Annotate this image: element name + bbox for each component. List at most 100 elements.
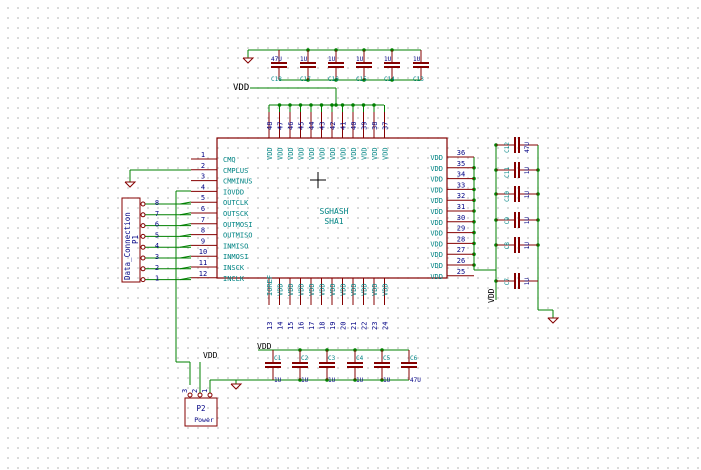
cap-value: 1U (356, 56, 364, 63)
pin-number: 18 (319, 322, 327, 330)
ground-symbol (242, 57, 255, 64)
pin-name: VDD (319, 147, 327, 160)
pin-name: VDD (329, 147, 337, 160)
power-connector-value: Power (194, 416, 214, 424)
pin-name: CMPLUS (223, 167, 248, 175)
connector-value: Data_Connection (123, 212, 132, 280)
pin-number: 28 (457, 235, 465, 243)
connector-pin (197, 392, 203, 398)
cap-value: 1U (274, 377, 282, 384)
cap-ref: C13 (413, 76, 424, 83)
cap-ref: C10 (504, 191, 511, 202)
cap-ref: C5 (383, 355, 391, 362)
cap-ref: C4 (356, 355, 364, 362)
pin-number: 10 (199, 248, 207, 256)
pin-name: VDD (430, 186, 443, 194)
connector-pin-number: 5 (155, 231, 159, 239)
pin-name: VDD (287, 147, 295, 160)
pin-number: 45 (298, 122, 306, 130)
pin-name: VDD (382, 147, 390, 160)
pin-number: 1 (201, 151, 205, 159)
cap-ref: C14 (384, 76, 395, 83)
ground-symbol (230, 383, 243, 390)
pin-name: VDD (350, 283, 358, 296)
cap-value: 1U (524, 217, 531, 225)
pin-name: VDD (371, 283, 379, 296)
connector-pin (140, 223, 146, 229)
junction-dot (330, 103, 334, 107)
cap-ref: C7 (504, 278, 511, 286)
connector-pin (187, 392, 193, 398)
wire (179, 212, 192, 216)
pin-name: INCLK (223, 275, 245, 283)
pin-number: 13 (266, 322, 274, 330)
cap-value: 1U (524, 191, 531, 199)
pin-name: VDD (371, 147, 379, 160)
pin-name: VDD (298, 283, 306, 296)
cap-value: 1U (413, 56, 421, 63)
pin-number: 44 (308, 122, 316, 130)
ground-symbol (124, 181, 137, 188)
cap-ref: C16 (328, 76, 339, 83)
pin-number: 9 (201, 237, 205, 245)
pin-name: VDD (329, 283, 337, 296)
pin-number: 30 (457, 214, 465, 222)
wire (179, 266, 192, 270)
pin-number: 8 (201, 227, 205, 235)
labels: SGHASHSHA11CMQ2CMPLUS3CMMINUS4IOVDD5OUTC… (123, 56, 531, 424)
vdd-label-power: VDD (203, 351, 218, 360)
wire (179, 201, 192, 205)
pin-name: VDD (319, 283, 327, 296)
pin-number: 4 (201, 183, 205, 191)
pin-name: OUTMISO (223, 232, 253, 240)
pin-number: 43 (319, 122, 327, 130)
connector-pin (140, 244, 146, 250)
pin-name: VDD (430, 165, 443, 173)
pin-name: OUTMOSI (223, 221, 253, 229)
pin-number: 16 (298, 322, 306, 330)
wire (179, 244, 192, 248)
connector-pin-number: 4 (155, 242, 159, 250)
cap-value: 1U (383, 377, 391, 384)
pin-number: 5 (201, 194, 205, 202)
connector-pin-number: 6 (155, 221, 159, 229)
pin-name: VDD (308, 283, 316, 296)
pin-name: VDD (430, 197, 443, 205)
pin-name: VDD (287, 283, 295, 296)
connector-pin (140, 212, 146, 218)
pin-name: VDD (308, 147, 316, 160)
pin-number: 35 (457, 160, 465, 168)
pin-number: 15 (287, 322, 295, 330)
pin-number: 31 (457, 203, 465, 211)
pin-name: VDD (340, 147, 348, 160)
pin-number: 32 (457, 192, 465, 200)
pin-name: VDD (340, 283, 348, 296)
pin-name: VDD (430, 219, 443, 227)
pin-name: VDD (430, 230, 443, 238)
wire (179, 255, 192, 259)
pin-number: 41 (340, 122, 348, 130)
pin-name: VDD (350, 147, 358, 160)
pin-name: VDD (361, 147, 369, 160)
cap-value: 1U (300, 56, 308, 63)
pin-number: 6 (201, 205, 205, 213)
connector-pin (140, 277, 146, 283)
pin-number: 23 (371, 322, 379, 330)
pin-number: 39 (361, 122, 369, 130)
pin-number: 34 (457, 171, 465, 179)
wires (129, 48, 554, 393)
connector-pin (140, 201, 146, 207)
cap-ref: C12 (504, 142, 511, 153)
junction-dot (298, 103, 303, 107)
connector-pin-number: 1 (155, 275, 159, 283)
cap-value: 1U (356, 377, 364, 384)
pin-number: 40 (350, 122, 358, 130)
junction-dot (334, 103, 338, 107)
pin-name: VDD (277, 147, 285, 160)
pin-number: 46 (287, 122, 295, 130)
connector-pin (207, 392, 213, 398)
vdd-label-bottom: VDD (257, 342, 272, 351)
cap-ref: C6 (410, 355, 418, 362)
pin-name: INMISO (223, 242, 248, 250)
